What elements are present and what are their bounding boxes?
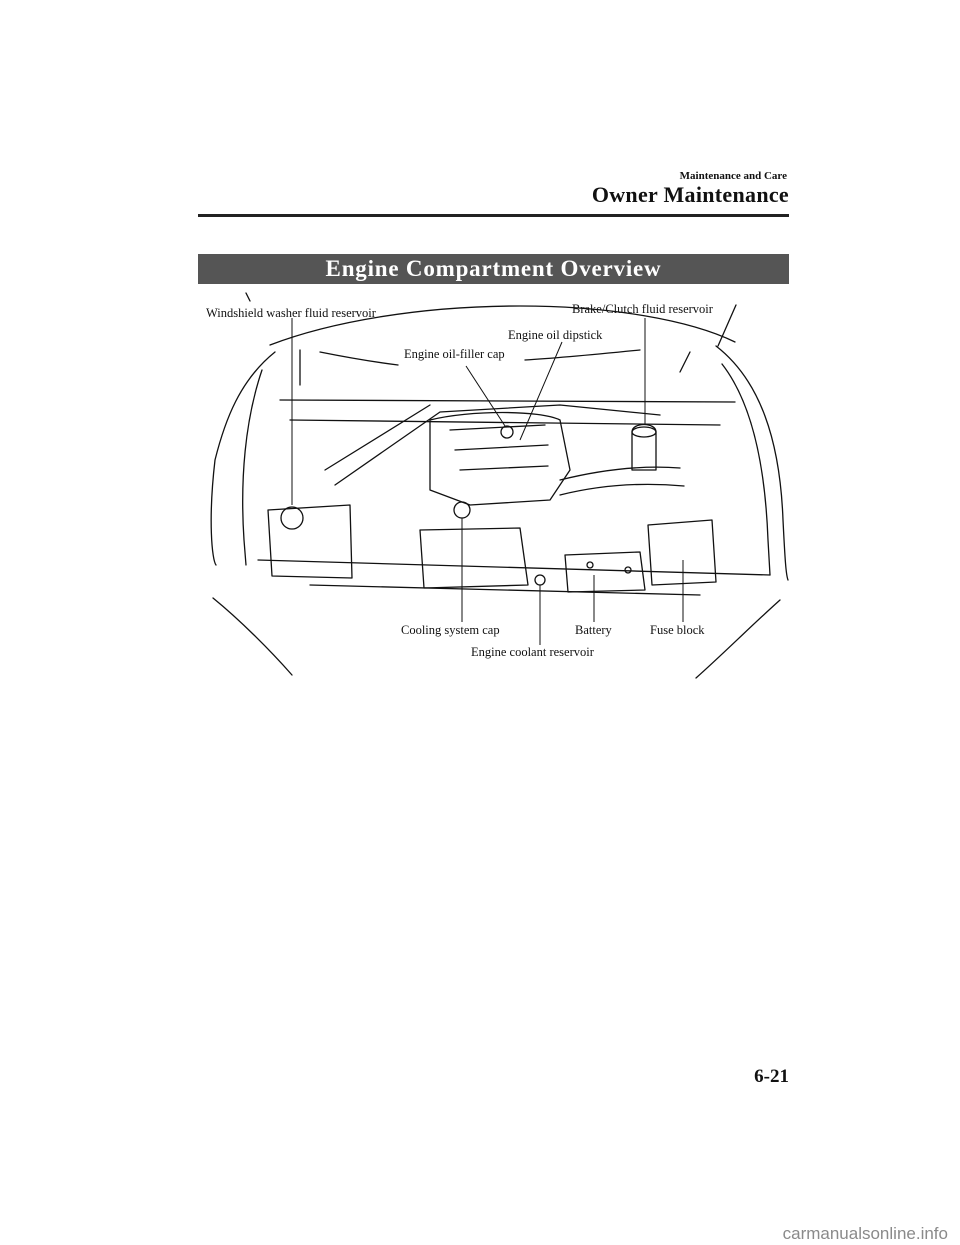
fender-left [242, 369, 263, 566]
label-fuse-block: Fuse block [650, 623, 705, 637]
page-number: 6-21 [754, 1066, 789, 1087]
label-cooling-system-cap: Cooling system cap [401, 623, 500, 637]
bumper-left [212, 597, 293, 676]
fender-right [715, 345, 789, 581]
battery-body [564, 551, 646, 593]
fuse-block-body [647, 519, 717, 586]
site-watermark: carmanualsonline.info [0, 1222, 960, 1245]
hood-outline [245, 292, 251, 302]
leader-dipstick [519, 341, 563, 441]
engine-block [429, 411, 571, 506]
label-oil-filler-cap: Engine oil-filler cap [404, 347, 505, 361]
washer-reservoir-body [267, 504, 353, 579]
hood-outline-left [210, 351, 276, 566]
label-coolant-reservoir: Engine coolant reservoir [471, 645, 594, 659]
label-oil-dipstick: Engine oil dipstick [508, 328, 603, 342]
leader-filler [465, 365, 506, 427]
bumper-right [695, 599, 781, 679]
section-title: Owner Maintenance [591, 182, 789, 207]
figure-banner: Engine Compartment Overview [198, 254, 789, 284]
header-divider [198, 214, 789, 217]
label-brake-clutch-reservoir: Brake/Clutch fluid reservoir [572, 302, 713, 316]
label-battery: Battery [575, 623, 612, 637]
label-washer-reservoir: Windshield washer fluid reservoir [206, 306, 376, 320]
chapter-heading: Maintenance and Care [679, 170, 787, 182]
brake-reservoir [631, 423, 657, 471]
